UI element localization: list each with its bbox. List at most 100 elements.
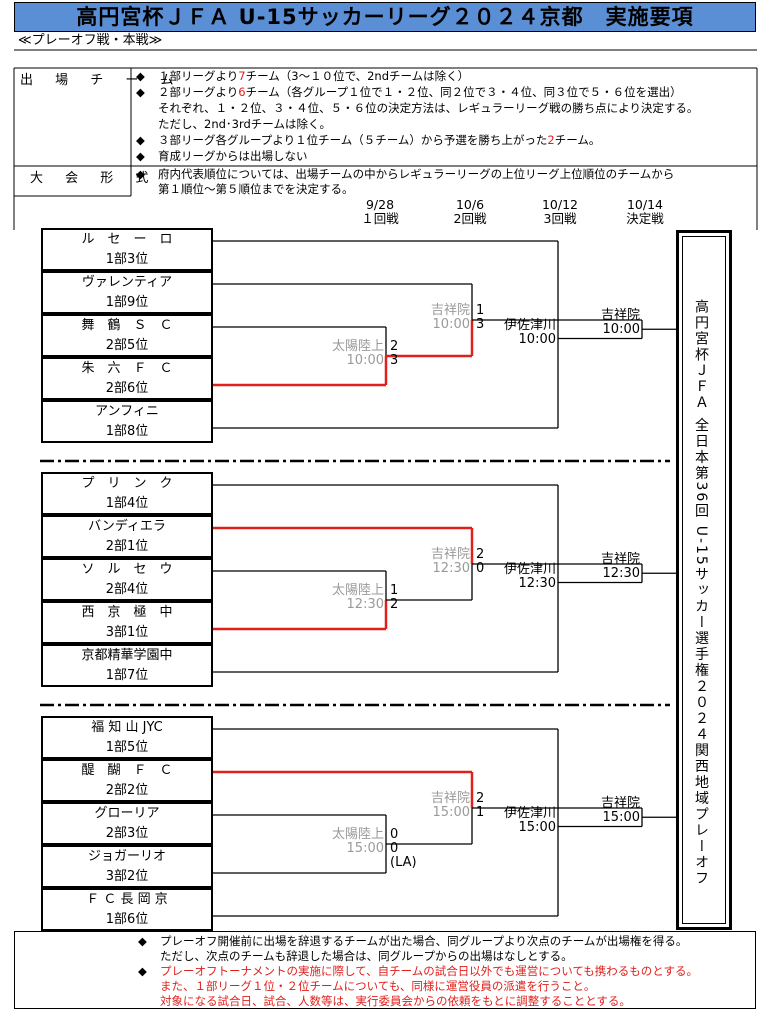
r1-venue: 太陽陸上 (331, 827, 384, 842)
final-time: 15:00 (602, 810, 640, 826)
team-name: アンフィニ (95, 404, 159, 419)
team-rank: 1部7位 (105, 668, 149, 683)
team-name: ヴァレンティア (81, 275, 173, 290)
teams-line-text: それぞれ、１・２位、３・４位、５・６位の決定方法は、レギュラーリーグ戦の勝ち点に… (158, 101, 699, 115)
r2-score-top: 2 (476, 791, 485, 806)
footer-note: プレーオフトーナメントの実施に際して、自チームの試合日以外でも運営についても携わ… (160, 964, 698, 978)
tournament-title-box: 高円宮杯ＪＦＡ 全日本第36回 U-15サッカー選手権２０２４関西地域プレーオフ (676, 230, 732, 930)
r2-score-top: 2 (476, 547, 485, 562)
team-box: アンフィニ 1部8位 (41, 400, 213, 443)
team-rank: 2部6位 (105, 381, 149, 396)
team-name: 舞 鶴 Ｓ Ｃ (81, 318, 173, 333)
tournament-title-inner (682, 236, 726, 924)
teams-count: 2 (547, 133, 555, 147)
team-name: 醍 醐 Ｆ Ｃ (81, 763, 173, 778)
round-name: 決定戦 (626, 211, 664, 226)
format-line: 府内代表順位については、出場チームの中からレギュラーリーグの上位リーグ上位順位の… (158, 167, 675, 181)
team-rank: 2部1位 (105, 539, 149, 554)
team-name: 京都精華学園中 (81, 648, 173, 663)
round-name: １回戦 (361, 211, 399, 226)
r3-time: 12:30 (518, 575, 556, 591)
footer-note: 対象になる試合日、試合、人数等は、実行委員会からの依頼をもとに調整することとする… (160, 994, 631, 1008)
team-rank: 1部5位 (105, 740, 149, 755)
r2-venue: 吉祥院 (430, 547, 470, 562)
r1-score-bottom: 0 (390, 841, 399, 856)
team-rank: 2部5位 (105, 338, 149, 353)
team-rank: 2部3位 (105, 826, 149, 841)
r2-time: 12:30 (432, 561, 470, 576)
footer-notes: ◆プレーオフ開催前に出場を辞退するチームが出た場合、同グループより次点のチームが… (14, 931, 756, 1009)
final-venue: 吉祥院 (600, 796, 640, 812)
r1-venue: 太陽陸上 (331, 583, 384, 598)
teams-count: 7 (238, 69, 246, 83)
teams-line: 育成リーグからは出場しない (158, 149, 308, 164)
final-venue: 吉祥院 (600, 308, 640, 324)
r1-venue: 太陽陸上 (331, 339, 384, 354)
teams-line-text: 育成リーグからは出場しない (158, 149, 308, 163)
teams-line-text: ただし、2nd･3rdチームは除く。 (158, 117, 331, 131)
format-label: 大 会 形 式 (30, 171, 158, 186)
teams-line-tail: チーム。 (554, 133, 601, 147)
final-time: 10:00 (602, 322, 640, 338)
teams-line: １部リーグより7チーム（3～１０位で、2ndチームは除く） (158, 69, 469, 84)
team-name: Ｆ Ｃ 長 岡 京 (86, 892, 168, 907)
r1-note: (LA) (390, 855, 417, 870)
r2-score-bottom: 3 (476, 317, 485, 332)
team-rank: 3部2位 (105, 869, 149, 884)
round-date: 9/28 (365, 197, 395, 212)
r3-time: 15:00 (518, 819, 556, 835)
r3-venue: 伊佐津川 (503, 561, 556, 577)
r1-score-top: 2 (390, 339, 399, 354)
team-name: ジョガーリオ (87, 849, 166, 864)
teams-count: 6 (238, 85, 246, 99)
r1-score-bottom: 2 (390, 597, 399, 612)
r1-score-bottom: 3 (390, 353, 399, 368)
teams-line: ２部リーグより6チーム（各グループ１位で１・２位、同２位で３・４位、同３位で５・… (158, 85, 682, 100)
teams-line-tail: チーム（3～１０位で、2ndチームは除く） (245, 69, 470, 83)
format-line: 第１順位～第５順位までを決定する。 (158, 182, 354, 196)
teams-line-text: ３部リーグ各グループより１位チーム（５チーム）から予選を勝ち上がった (158, 133, 548, 147)
bullet-icon: ◆ (138, 964, 147, 978)
tournament-title: 高円宮杯ＪＦＡ 全日本第36回 U-15サッカー選手権２０２４関西地域プレーオフ (693, 299, 709, 887)
r1-time: 10:00 (346, 353, 384, 368)
team-box: ジョガーリオ 3部2位 (41, 845, 213, 888)
team-box: 京都精華学園中 1部7位 (41, 644, 213, 687)
r2-venue: 吉祥院 (430, 791, 470, 806)
teams-line-text: １部リーグより (158, 69, 239, 83)
r3-time: 10:00 (518, 331, 556, 347)
bullet-icon: ◆ (136, 69, 145, 83)
r2-score-bottom: 0 (476, 561, 485, 576)
r1-score-top: 1 (390, 583, 399, 598)
teams-line-tail: チーム（各グループ１位で１・２位、同２位で３・４位、同３位で５・６位を選出） (245, 85, 682, 99)
r2-score-bottom: 1 (476, 805, 485, 820)
bullet-icon: ◆ (136, 133, 145, 147)
team-rank: 3部1位 (105, 625, 149, 640)
team-box: ヴァレンティア 1部9位 (41, 271, 213, 314)
team-name: プ リ ン ク (81, 476, 173, 491)
team-rank: 1部9位 (105, 295, 149, 310)
info-frame (13, 49, 758, 230)
r1-time: 12:30 (346, 597, 384, 612)
team-name: ソ ル セ ウ (81, 562, 173, 577)
footer-note: また、１部リーグ１位・２位チームについても、同様に運営役員の派遣を行うこと。 (160, 979, 596, 993)
round-name: 3回戦 (543, 211, 577, 226)
page-title: 高円宮杯ＪＦＡ U-15サッカーリーグ２０２４京都 実施要項 (14, 2, 756, 32)
team-rank: 1部8位 (105, 424, 149, 439)
bullet-icon: ◆ (136, 85, 145, 99)
team-rank: 1部3位 (105, 252, 149, 267)
r2-time: 15:00 (432, 805, 470, 820)
teams-line: ３部リーグ各グループより１位チーム（５チーム）から予選を勝ち上がった2チーム。 (158, 133, 600, 148)
teams-label: 出 場 チ ー ム (20, 73, 183, 88)
team-box: 舞 鶴 Ｓ Ｃ 2部5位 (41, 314, 213, 357)
bullet-icon: ◆ (138, 934, 147, 948)
bullet-icon: ◆ (136, 149, 145, 163)
teams-line: ただし、2nd･3rdチームは除く。 (158, 117, 331, 132)
